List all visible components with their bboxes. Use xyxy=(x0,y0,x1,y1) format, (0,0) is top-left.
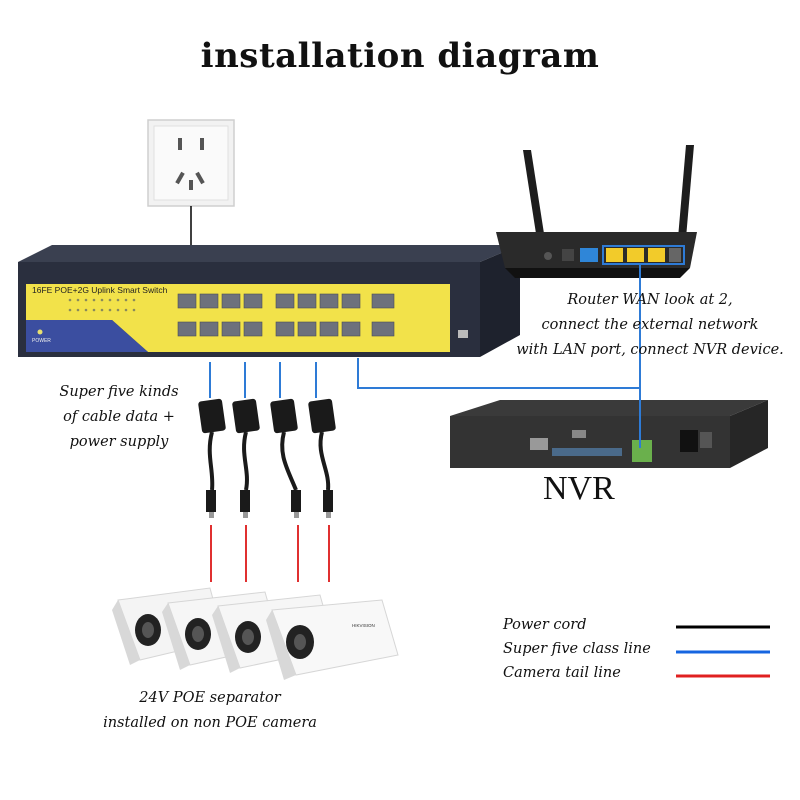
router-note: Router WAN look at 2, connect the extern… xyxy=(500,288,800,363)
camera-note-line: installed on non POE camera xyxy=(103,715,317,731)
camera-note: 24V POE separator installed on non POE c… xyxy=(80,686,340,736)
camera-4 xyxy=(266,599,399,680)
camera-note-line: 24V POE separator xyxy=(139,690,281,706)
legend-label-camera-tail: Camera tail line xyxy=(503,665,621,681)
separator-note: Super five kinds of cable data + power s… xyxy=(44,380,194,455)
page-title: installation diagram xyxy=(200,36,600,76)
poe-splitter-3 xyxy=(270,398,301,518)
switch-power-label: POWER xyxy=(32,338,51,344)
separator-note-line: of cable data + xyxy=(63,409,175,425)
router xyxy=(496,145,697,278)
legend-label-super-five: Super five class line xyxy=(503,641,651,657)
separator-note-line: Super five kinds xyxy=(59,384,179,400)
poe-switch xyxy=(18,245,520,357)
network-cables xyxy=(209,264,641,448)
camera-tail-lines xyxy=(210,525,330,582)
poe-splitter-4 xyxy=(308,398,336,518)
poe-splitter-1 xyxy=(198,398,226,518)
wall-socket xyxy=(147,119,235,207)
nvr-label: NVR xyxy=(543,470,615,507)
separator-note-line: power supply xyxy=(69,434,169,450)
router-note-line: Router WAN look at 2, xyxy=(567,292,733,308)
poe-splitter-2 xyxy=(232,398,260,518)
camera-brand-label: HIKVISION xyxy=(352,623,375,628)
uplink-cable xyxy=(357,358,640,389)
router-note-line: connect the external network xyxy=(541,317,759,333)
router-note-line: with LAN port, connect NVR device. xyxy=(516,342,784,358)
nvr-device xyxy=(450,400,768,468)
switch-model-label: 16FE POE+2G Uplink Smart Switch xyxy=(32,285,168,295)
legend-label-power-cord: Power cord xyxy=(503,617,587,633)
